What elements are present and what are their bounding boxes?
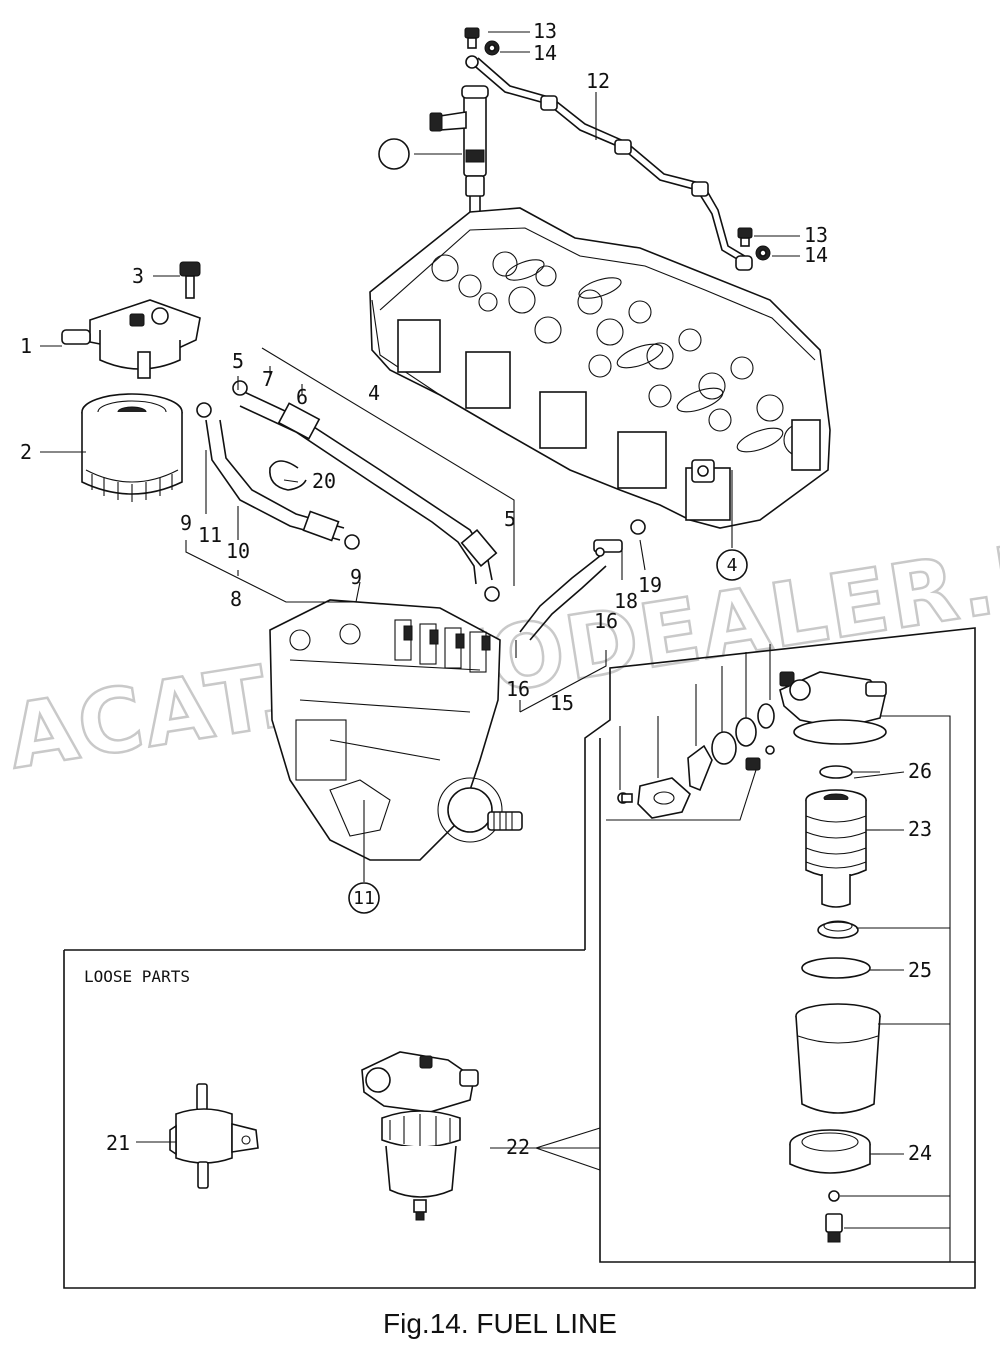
leader-lines-extra <box>853 771 905 1155</box>
sedimenter-cup <box>795 1003 881 1114</box>
sedimenter-o-ring-25 <box>801 957 871 979</box>
hose-clips <box>196 380 500 602</box>
callout-circle-4 <box>716 549 748 581</box>
sedimenter-drain-plug <box>825 1190 843 1243</box>
return-hose-15 <box>519 519 646 641</box>
loose-parts-frame <box>63 949 976 1289</box>
fuel-injection-pump <box>269 599 523 861</box>
callout-19: 19 <box>638 573 662 597</box>
exploded-leaders-top <box>606 644 771 821</box>
callout-11: 11 <box>198 523 222 547</box>
callout-8: 8 <box>230 587 242 611</box>
figure-caption: Fig.14. FUEL LINE <box>383 1308 617 1339</box>
callout-26: 26 <box>908 759 932 783</box>
callout-15: 15 <box>550 691 574 715</box>
callout-13-b: 13 <box>804 223 828 247</box>
callout-5-b: 5 <box>504 507 516 531</box>
fuel-filter-cartridge <box>81 393 183 502</box>
callout-circle-11 <box>348 882 380 914</box>
callout-22: 22 <box>506 1135 530 1159</box>
cylinder-head <box>369 207 831 529</box>
callout-7: 7 <box>262 367 274 391</box>
callout-4-circled: 4 <box>727 555 738 576</box>
callout-16-b: 16 <box>506 677 530 701</box>
loose-fuel-filter-21 <box>169 1083 259 1189</box>
callout-1: 1 <box>20 334 32 358</box>
watermark-text: ACAT.AUTODEALER.RU <box>1 508 1000 788</box>
callout-14-a: 14 <box>533 41 557 65</box>
callout-25: 25 <box>908 958 932 982</box>
sedimenter-head <box>779 671 887 745</box>
callout-18: 18 <box>614 589 638 613</box>
sedimenter-seal-ring <box>817 920 859 939</box>
callout-16-a: 16 <box>594 609 618 633</box>
callout-20: 20 <box>312 469 336 493</box>
callout-6: 6 <box>296 385 308 409</box>
sedimenter-retaining-ring-24 <box>789 1129 871 1174</box>
leader-lines <box>40 31 800 713</box>
banjo-bolt-and-washer-right <box>735 227 771 271</box>
callout-9-b: 9 <box>350 565 362 589</box>
callout-circle-13 <box>378 138 410 170</box>
fuel-injector <box>429 85 489 212</box>
callout-4: 4 <box>368 381 380 405</box>
banjo-bolt-and-washer-top <box>464 27 500 69</box>
fuel-filter-bolt <box>179 261 201 299</box>
callout-9-a: 9 <box>180 511 192 535</box>
fuel-hose-9-11 <box>205 419 345 542</box>
callout-14-b: 14 <box>804 243 828 267</box>
exploded-view-frame <box>584 627 976 1263</box>
callout-10: 10 <box>226 539 250 563</box>
loose-sedimenter-22 <box>361 1051 479 1221</box>
sedimenter-o-ring-26 <box>819 765 853 779</box>
sedimenter-element-23 <box>805 789 867 908</box>
sedimenter-small-parts <box>617 703 775 819</box>
callout-24: 24 <box>908 1141 932 1165</box>
fuel-filter-head <box>61 299 201 379</box>
leader-22-arrow <box>490 1127 601 1171</box>
callout-13-a: 13 <box>533 19 557 43</box>
callout-21: 21 <box>106 1131 130 1155</box>
callout-23: 23 <box>908 817 932 841</box>
callout-2: 2 <box>20 440 32 464</box>
fuel-hose-5-7 <box>239 389 498 585</box>
hose-clamp-20 <box>269 460 307 491</box>
callout-3: 3 <box>132 264 144 288</box>
callout-5-a: 5 <box>232 349 244 373</box>
callout-12: 12 <box>586 69 610 93</box>
injection-pipe <box>469 57 749 263</box>
callout-11-circled: 11 <box>353 888 375 909</box>
loose-parts-title: LOOSE PARTS <box>84 967 190 986</box>
